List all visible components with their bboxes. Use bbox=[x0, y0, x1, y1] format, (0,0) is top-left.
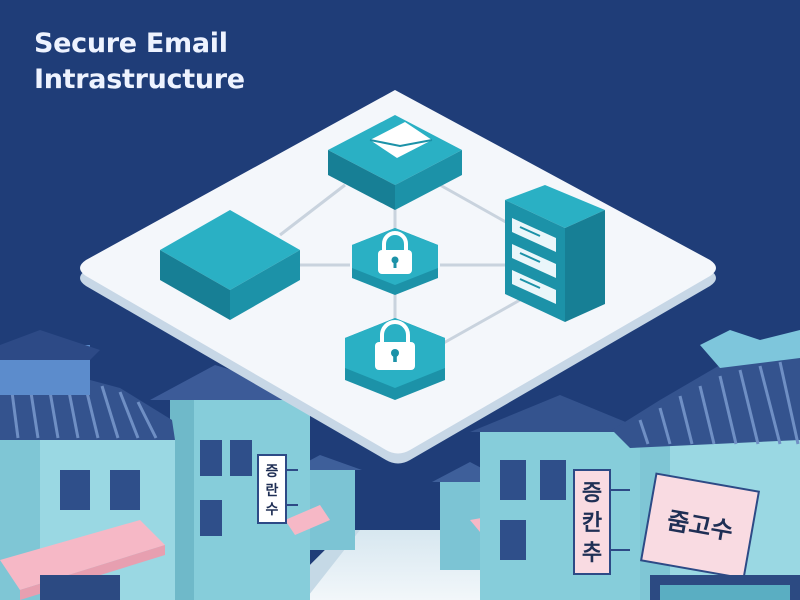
server-tower bbox=[505, 185, 605, 322]
headline: Secure Email Intrastructure bbox=[34, 26, 245, 98]
lock-node-center bbox=[352, 228, 438, 295]
lock-node-lower bbox=[345, 318, 445, 400]
left-sign-char-3: 수 bbox=[266, 502, 279, 518]
right-buildings bbox=[432, 330, 800, 600]
left-sign-char-1: 증 bbox=[266, 464, 279, 480]
network-node-block bbox=[160, 210, 300, 320]
right-sign-char-1: 증 bbox=[582, 481, 602, 506]
left-sign-char-2: 란 bbox=[266, 482, 279, 499]
lock-icon bbox=[378, 231, 412, 274]
envelope-block bbox=[328, 115, 462, 210]
right-vertical-sign bbox=[573, 469, 611, 575]
left-vertical-sign bbox=[257, 454, 287, 524]
lock-icon bbox=[375, 320, 415, 370]
right-horizontal-sign bbox=[639, 472, 761, 580]
headline-line-1: Secure Email bbox=[34, 28, 228, 59]
right-sign-char-3: 추 bbox=[582, 541, 602, 566]
right-sign-char-2: 칸 bbox=[582, 511, 602, 536]
network-platform bbox=[80, 90, 716, 464]
headline-line-2: Intrastructure bbox=[34, 64, 245, 95]
server-icon bbox=[512, 218, 556, 304]
envelope-icon bbox=[369, 122, 433, 158]
